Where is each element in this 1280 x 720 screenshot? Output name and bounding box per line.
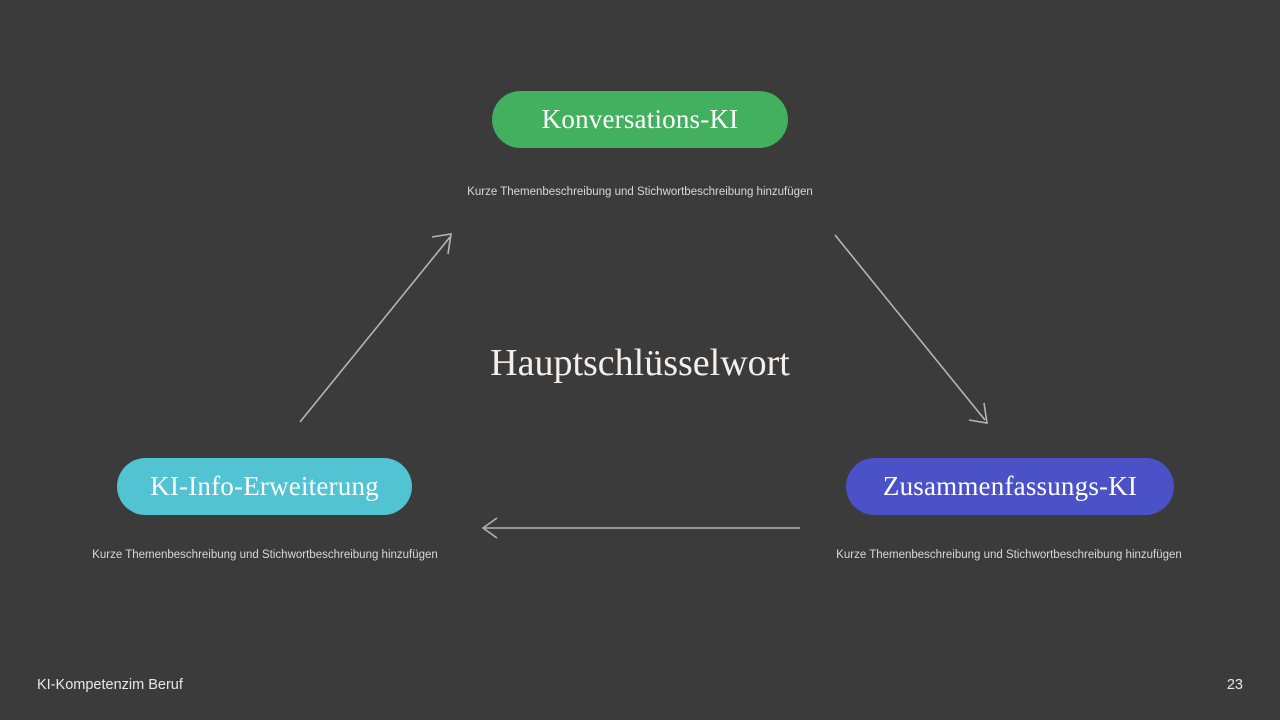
node-summarization-ai[interactable]: Zusammenfassungs-KI [846,458,1174,515]
arrow-top-to-right [834,234,988,424]
node-caption-summarization-ai: Kurze Themenbeschreibung und Stichwortbe… [836,549,1182,561]
node-caption-conversational-ai: Kurze Themenbeschreibung und Stichwortbe… [467,186,813,198]
arrow-left-to-top [299,233,452,423]
node-ai-info-expansion[interactable]: KI-Info-Erweiterung [117,458,412,515]
node-label: Zusammenfassungs-KI [882,471,1138,501]
footer-title: KI-Kompetenzim Beruf [37,677,183,693]
node-conversational-ai[interactable]: Konversations-KI [492,91,788,148]
node-caption-ai-info-expansion: Kurze Themenbeschreibung und Stichwortbe… [92,549,438,561]
arrow-right-to-left [481,517,800,539]
node-label: Konversations-KI [541,104,739,134]
center-keyword: Hauptschlüsselwort [490,342,790,384]
footer-page-number: 23 [1226,677,1243,693]
node-label: KI-Info-Erweiterung [150,471,379,501]
